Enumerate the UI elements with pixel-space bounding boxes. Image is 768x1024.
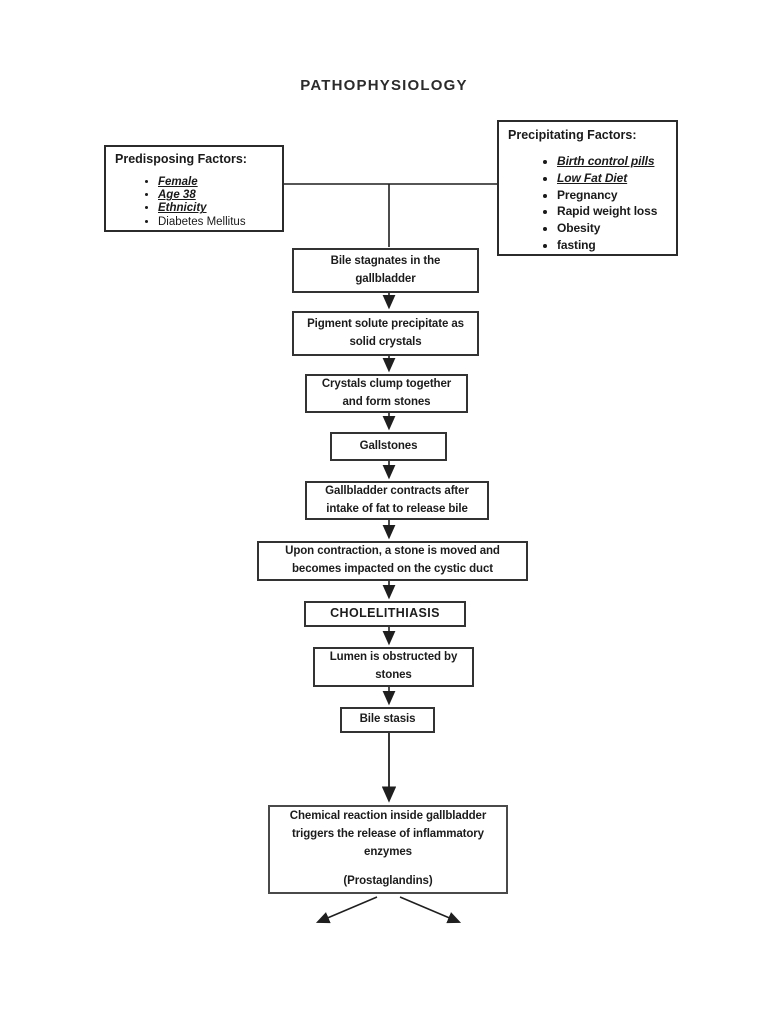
flow-box-gallbladder-contracts: Gallbladder contracts after intake of fa… <box>305 481 489 520</box>
list-item: fasting <box>557 237 676 254</box>
list-item: Low Fat Diet <box>557 170 676 187</box>
flow-box-gallstones: Gallstones <box>330 432 447 461</box>
flow-box-bile-stasis: Bile stasis <box>340 707 435 733</box>
flow-box-text: Lumen is obstructed by stones <box>329 651 458 681</box>
flow-box-text: Bile stagnates in the gallbladder <box>330 254 441 285</box>
flow-box-lumen-obstructed: Lumen is obstructed by stones <box>313 647 474 687</box>
list-item: Female <box>158 176 282 189</box>
predisposing-factors-box: Predisposing Factors: Female Age 38 Ethn… <box>104 145 284 232</box>
flow-box-text: Pigment solute precipitate as solid crys… <box>307 317 464 348</box>
predisposing-list: Female Age 38 Ethnicity Diabetes Mellitu… <box>106 176 282 229</box>
list-item: Ethnicity <box>158 202 282 215</box>
flow-box-bile-stagnates: Bile stagnates in the gallbladder <box>292 248 479 293</box>
precipitating-factors-box: Precipitating Factors: Birth control pil… <box>497 120 678 256</box>
list-item: Pregnancy <box>557 187 676 204</box>
flow-box-text: Crystals clump together and form stones <box>321 377 452 408</box>
flow-box-text: Upon contraction, a stone is moved and b… <box>285 545 500 575</box>
flow-box-stone-impaction: Upon contraction, a stone is moved and b… <box>257 541 528 581</box>
flow-box-subtext: (Prostaglandins) <box>343 874 433 887</box>
flow-box-text: CHOLELITHIASIS <box>330 606 440 621</box>
precipitating-heading: Precipitating Factors: <box>508 128 637 142</box>
list-item: Diabetes Mellitus <box>158 216 282 229</box>
flow-box-text: Bile stasis <box>359 713 416 726</box>
list-item: Rapid weight loss <box>557 203 676 220</box>
list-item: Age 38 <box>158 189 282 202</box>
flow-box-text: Chemical reaction inside gallbladder tri… <box>289 810 487 858</box>
page-title: PATHOPHYSIOLOGY <box>300 77 468 94</box>
arrow-branch-left <box>315 896 378 924</box>
flow-box-cholelithiasis: CHOLELITHIASIS <box>304 601 466 627</box>
predisposing-heading: Predisposing Factors: <box>115 152 247 166</box>
flow-box-crystals-clump: Crystals clump together and form stones <box>305 374 468 413</box>
flow-box-chemical-reaction: Chemical reaction inside gallbladder tri… <box>268 805 508 894</box>
arrow-branch-right <box>399 896 462 924</box>
flow-box-pigment-precipitate: Pigment solute precipitate as solid crys… <box>292 311 479 356</box>
precipitating-list: Birth control pills Low Fat Diet Pregnan… <box>499 153 676 254</box>
list-item: Birth control pills <box>557 153 676 170</box>
list-item: Obesity <box>557 220 676 237</box>
flow-box-text: Gallbladder contracts after intake of fa… <box>325 484 469 515</box>
flow-box-text: Gallstones <box>359 439 418 452</box>
